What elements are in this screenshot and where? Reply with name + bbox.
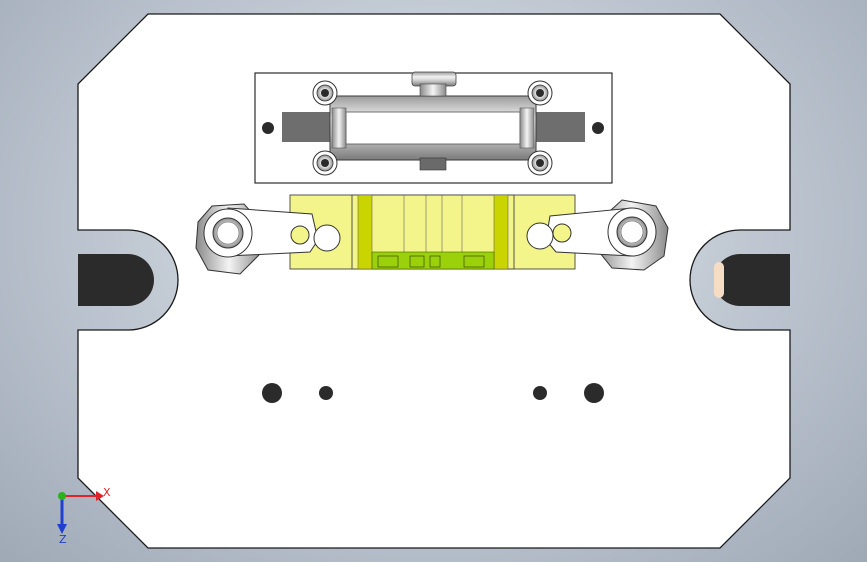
guide-right-bar [535, 112, 585, 142]
z-axis-arrowhead-icon [57, 524, 67, 534]
green-punch-strip [371, 251, 495, 270]
x-axis-label: X [103, 486, 111, 499]
slide-window [345, 111, 521, 145]
y-axis-dot-icon [58, 492, 66, 500]
yellow-core-left-rib [357, 194, 373, 270]
top-knob-stem [419, 83, 447, 97]
left-clamp-pivot [313, 224, 341, 252]
left-slot [78, 254, 154, 306]
mount-hole-2 [319, 386, 333, 400]
guide-bolt-bl[interactable] [312, 150, 338, 176]
guide-pin-hole-left [262, 122, 274, 134]
mount-hole-4 [584, 383, 604, 403]
right-slot [714, 254, 790, 306]
right-slot-pad [714, 262, 724, 298]
guide-bolt-tl[interactable] [312, 80, 338, 106]
coordinate-triad[interactable]: X Z [57, 486, 111, 546]
green-punch-1 [377, 255, 399, 268]
mount-hole-3 [533, 386, 547, 400]
z-axis-label: Z [59, 533, 67, 546]
guide-left-bar [282, 112, 332, 142]
x-axis-arrowhead-icon [96, 491, 104, 501]
right-clamp-pin [552, 223, 572, 243]
green-punch-3 [429, 255, 441, 268]
left-clamp-arm[interactable] [195, 203, 319, 275]
mount-hole-1 [262, 383, 282, 403]
yellow-core-right-rib [493, 194, 509, 270]
slide-right-post [519, 107, 535, 149]
green-punch-4 [463, 255, 485, 268]
guide-bolt-tr[interactable] [527, 80, 553, 106]
green-punch-2 [409, 255, 425, 268]
slide-left-post [331, 107, 347, 149]
bottom-knob [419, 157, 447, 171]
guide-pin-hole-right [592, 122, 604, 134]
guide-bolt-br[interactable] [527, 150, 553, 176]
left-clamp-pin [290, 225, 310, 245]
right-clamp-pivot [526, 222, 554, 250]
